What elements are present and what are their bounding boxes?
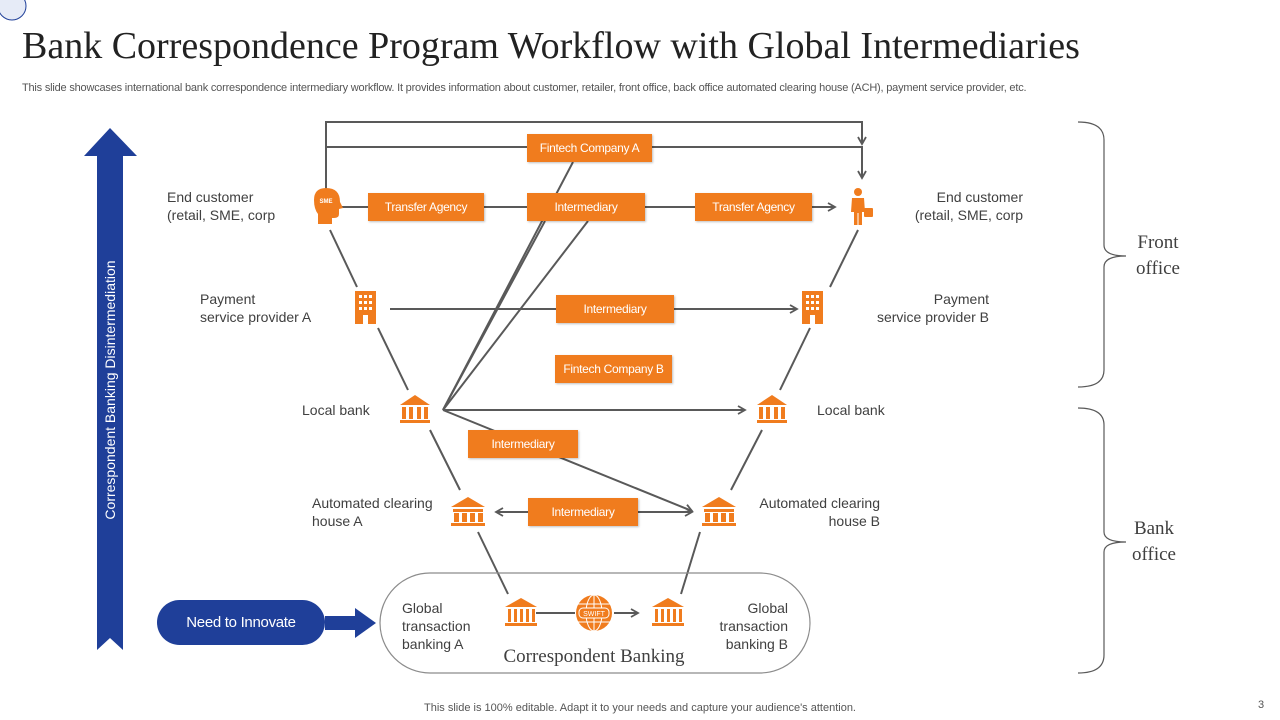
page-subtitle: This slide showcases international bank … (22, 82, 1027, 94)
transfer-agency-box: Transfer Agency (695, 193, 812, 221)
corner-decoration (0, 0, 27, 21)
vertical-arrow (84, 128, 137, 650)
ach-b-label: Automated clearing house B (759, 495, 880, 529)
fintech-company-b-box: Fintech Company B (555, 355, 672, 383)
intermediary-box: Intermediary (528, 498, 638, 526)
footer-text: This slide is 100% editable. Adapt it to… (424, 702, 856, 714)
psp-a-label: Payment service provider A (200, 291, 312, 325)
local-bank-b-label: Local bank (817, 402, 885, 418)
brace-front-office (1077, 121, 1127, 388)
brace-bank-office (1077, 407, 1127, 674)
correspondent-banking-label: Correspondent Banking (503, 646, 685, 667)
fintech-company-a-box: Fintech Company A (527, 134, 652, 162)
gtb-b-label: Global transaction banking B (719, 600, 788, 652)
front-office-label: Front office (1136, 232, 1180, 279)
end-customer-b-label: End customer (retail, SME, corp (914, 189, 1023, 223)
transfer-agency-box: Transfer Agency (368, 193, 484, 221)
innovate-arrow-icon (325, 608, 376, 638)
vertical-arrow-label: Correspondent Banking Disintermediation (102, 260, 118, 520)
intermediary-box: Intermediary (468, 430, 578, 458)
psp-b-label: Payment service provider B (876, 291, 989, 325)
gtb-a-label: Global transaction banking A (402, 600, 471, 652)
bank-office-label: Bank office (1132, 518, 1176, 565)
need-to-innovate-button: Need to Innovate (157, 600, 325, 645)
ach-a-label: Automated clearing house A (312, 495, 433, 529)
intermediary-box: Intermediary (527, 193, 645, 221)
page-number: 3 (1258, 699, 1265, 711)
local-bank-a-label: Local bank (302, 402, 370, 418)
correspondent-banking-container (379, 572, 811, 674)
intermediary-box: Intermediary (556, 295, 674, 323)
end-customer-a-label: End customer (retail, SME, corp (167, 189, 276, 223)
page-title: Bank Correspondence Program Workflow wit… (22, 25, 1080, 67)
